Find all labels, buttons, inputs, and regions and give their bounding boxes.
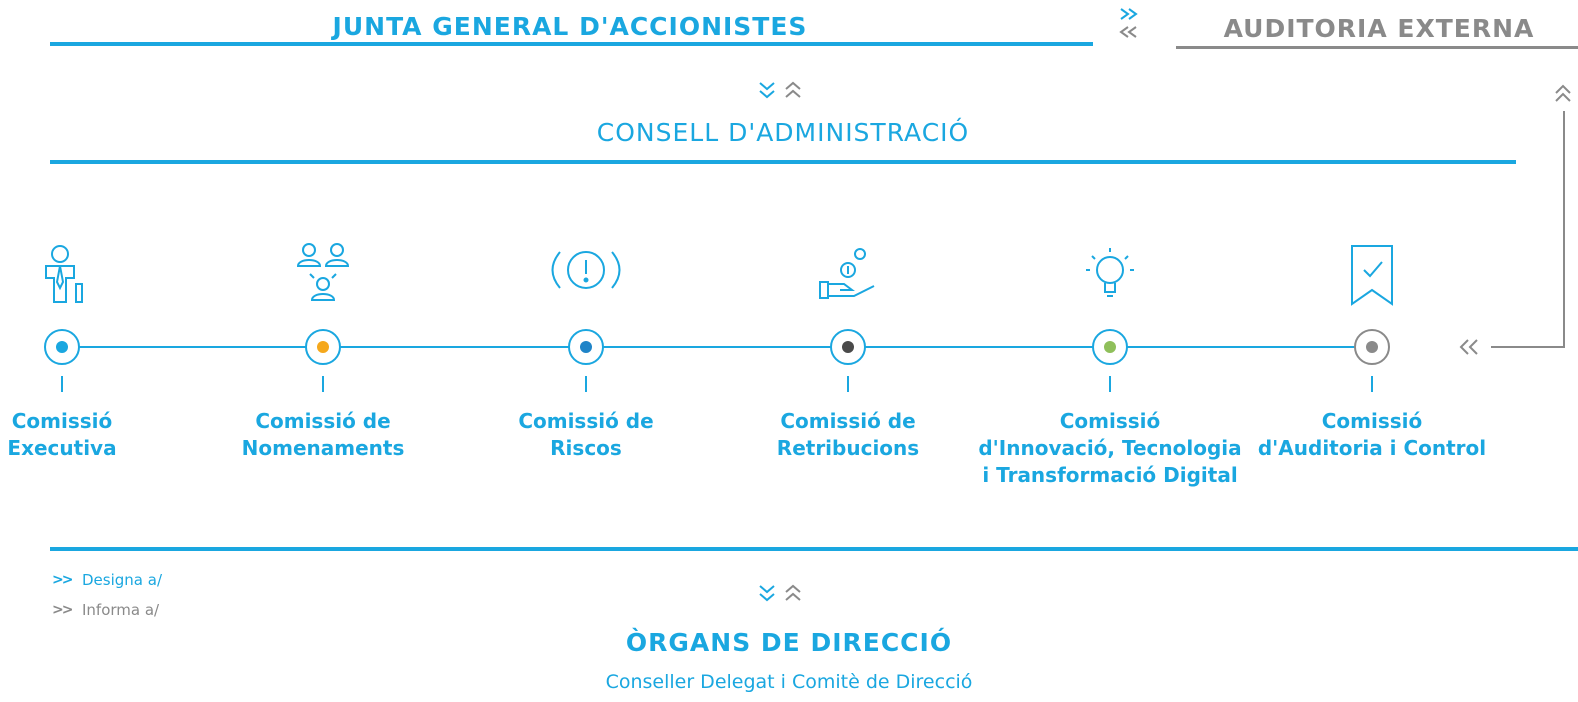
committee-node-dot bbox=[842, 341, 854, 353]
committee-label-line: Comissió de bbox=[255, 409, 391, 433]
committee-node-dot bbox=[1104, 341, 1116, 353]
committee-node-dot bbox=[580, 341, 592, 353]
consell-administracio-title: CONSELL D'ADMINISTRACIÓ bbox=[596, 118, 970, 147]
direction-separator-line bbox=[50, 547, 1578, 551]
committee-label-line: d'Innovació, Tecnologia bbox=[978, 436, 1242, 460]
legend-informa: >> Informa a/ bbox=[52, 601, 159, 619]
committee-label: Comissió de Retribucions bbox=[703, 408, 993, 462]
informa-legend-icon: >> bbox=[52, 602, 73, 618]
legend-designa: >> Designa a/ bbox=[52, 571, 162, 589]
committee-label: Comissió d'Auditoria i Control bbox=[1227, 408, 1517, 462]
committee-label-line: Executiva bbox=[7, 436, 117, 460]
auditoria-underline bbox=[1176, 46, 1578, 49]
organs-direccio-subtitle: Conseller Delegat i Comitè de Direcció bbox=[605, 671, 973, 693]
committee-label-line: Comissió bbox=[11, 409, 113, 433]
committee-label-line: Retribucions bbox=[776, 436, 920, 460]
hand-coins-icon bbox=[819, 248, 875, 299]
informa-arrow-left-icon bbox=[1119, 26, 1137, 38]
designa-legend-icon: >> bbox=[52, 572, 73, 588]
committee-label-line: Comissió de bbox=[780, 409, 916, 433]
committee-label-line: Riscos bbox=[550, 436, 622, 460]
committee-node-dot bbox=[317, 341, 329, 353]
lightbulb-icon bbox=[1086, 248, 1134, 297]
committee-label: Comissió de Nomenaments bbox=[178, 408, 468, 462]
designa-arrow-down-icon bbox=[759, 585, 775, 602]
junta-general-title: JUNTA GENERAL D'ACCIONISTES bbox=[332, 12, 808, 41]
alert-exclamation-icon bbox=[551, 251, 621, 289]
junta-underline bbox=[50, 42, 1093, 46]
designa-arrow-right-icon bbox=[1120, 8, 1138, 20]
ribbon-check-icon bbox=[1351, 245, 1393, 306]
committee-label: Comissió de Riscos bbox=[441, 408, 731, 462]
informa-arrow-up-icon bbox=[785, 584, 801, 601]
committee-label-line: i Transformació Digital bbox=[982, 463, 1238, 487]
legend-designa-label: Designa a/ bbox=[82, 571, 162, 589]
committee-label-line: d'Auditoria i Control bbox=[1257, 436, 1487, 460]
audit-feedback-connector bbox=[1459, 84, 1571, 355]
auditoria-externa-title: AUDITORIA EXTERNA bbox=[1223, 14, 1535, 43]
committee-label: Comissió d'Innovació, Tecnologia i Transfo… bbox=[965, 408, 1255, 489]
committee-label-line: Comissió bbox=[1059, 409, 1161, 433]
legend-informa-label: Informa a/ bbox=[82, 601, 160, 619]
people-group-icon bbox=[296, 243, 350, 301]
committee-label-line: Nomenaments bbox=[241, 436, 405, 460]
consell-underline bbox=[50, 160, 1516, 164]
committee-label-line: Comissió bbox=[1321, 409, 1423, 433]
informa-arrow-up-icon bbox=[785, 81, 801, 98]
committee-node-dot bbox=[56, 341, 68, 353]
organs-direccio-title: ÒRGANS DE DIRECCIÓ bbox=[625, 628, 953, 657]
committee-label-line: Comissió de bbox=[518, 409, 654, 433]
committee-node-dot bbox=[1366, 341, 1378, 353]
executive-person-icon bbox=[45, 245, 83, 303]
designa-arrow-down-icon bbox=[759, 82, 775, 99]
